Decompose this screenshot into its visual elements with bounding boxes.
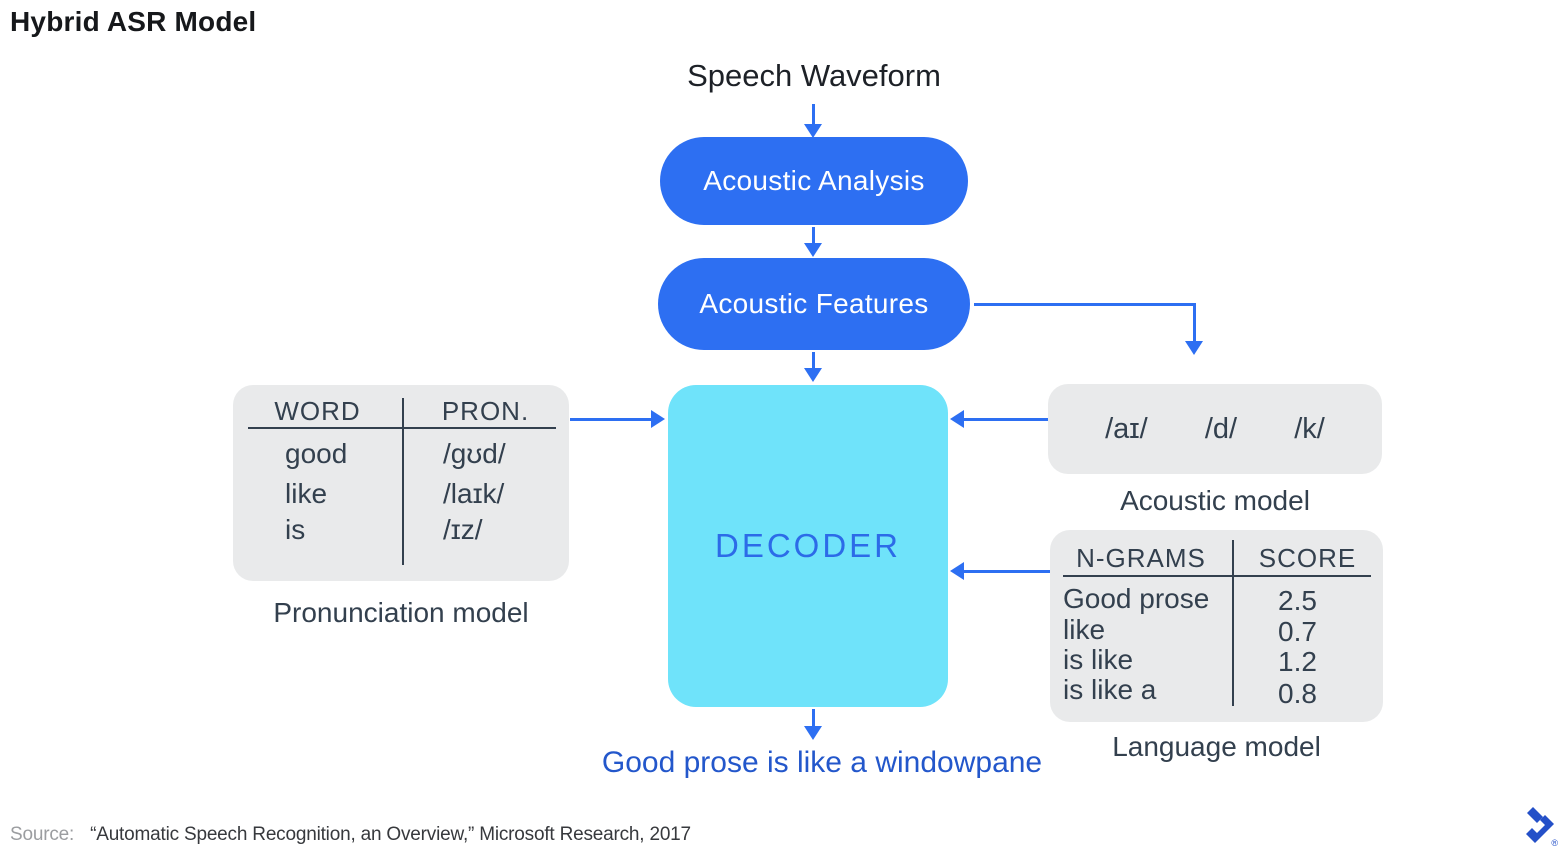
lang-row-ngram: is like <box>1063 644 1134 675</box>
acoustic-analysis-label: Acoustic Analysis <box>703 165 925 196</box>
lang-row-score: 2.5 <box>1278 585 1317 616</box>
phoneme: /k/ <box>1294 412 1325 445</box>
arrow-analysis-to-features-head <box>804 243 822 257</box>
lang-header-score: SCORE <box>1258 543 1357 573</box>
language-model-caption: Language model <box>1112 731 1321 762</box>
pron-row-word: is <box>285 514 306 545</box>
pron-row-value: /gʊd/ <box>443 438 506 469</box>
decoder-label: DECODER <box>714 527 902 564</box>
registered-trademark: ® <box>1551 838 1558 848</box>
arrow-waveform-to-analysis-head <box>804 124 822 138</box>
pronunciation-model-box: WORD PRON. good /gʊd/ like /laɪk/ is /ɪz… <box>233 385 569 581</box>
pronunciation-model-caption: Pronunciation model <box>273 597 529 628</box>
arrow-language-to-decoder-line <box>962 570 1050 573</box>
pron-header-word: WORD <box>274 396 361 426</box>
toptal-logo-glyph <box>1526 807 1554 843</box>
lang-row-score: 0.7 <box>1278 616 1317 647</box>
arrow-acoustic-to-decoder-head <box>950 410 964 428</box>
phoneme: /d/ <box>1204 412 1238 445</box>
lang-row-score: 0.8 <box>1278 678 1317 709</box>
lang-column-divider <box>1232 540 1234 706</box>
phoneme: /aɪ/ <box>1105 412 1148 445</box>
pron-header-pron: PRON. <box>441 396 530 426</box>
toptal-logo-icon: ® <box>1518 804 1560 850</box>
lang-row-ngram: is like a <box>1063 674 1157 705</box>
acoustic-analysis-node: Acoustic Analysis <box>660 137 968 225</box>
lang-row-ngram: Good prose <box>1063 583 1210 614</box>
pron-row-value: /laɪk/ <box>443 478 505 509</box>
language-model-box: N-GRAMS SCORE Good prose 2.5 like 0.7 is… <box>1050 530 1383 722</box>
arrow-features-to-acoustic-model-vline <box>1193 303 1196 343</box>
pron-row-word: good <box>285 438 348 469</box>
arrow-features-to-decoder-head <box>804 368 822 382</box>
arrow-pron-to-decoder-head <box>651 410 665 428</box>
pron-column-divider <box>402 398 404 565</box>
pron-row-value: /ɪz/ <box>443 514 483 545</box>
arrow-waveform-to-analysis-line <box>812 104 815 126</box>
arrow-decoder-to-output-line <box>812 709 815 728</box>
speech-waveform-label: Speech Waveform <box>687 58 941 93</box>
arrow-decoder-to-output-head <box>804 726 822 740</box>
lang-header-ngrams: N-GRAMS <box>1076 543 1206 573</box>
arrow-language-to-decoder-head <box>950 562 964 580</box>
acoustic-model-caption: Acoustic model <box>1120 485 1310 516</box>
pron-row-word: like <box>285 478 328 509</box>
page-title: Hybrid ASR Model <box>10 6 257 37</box>
source-label: Source: <box>10 824 75 845</box>
output-sentence: Good prose is like a windowpane <box>601 746 1043 779</box>
arrow-features-to-acoustic-model-hline <box>974 303 1196 306</box>
acoustic-features-label: Acoustic Features <box>699 288 929 319</box>
arrow-acoustic-to-decoder-line <box>962 418 1048 421</box>
acoustic-model-box: /aɪ/ /d/ /k/ <box>1048 384 1382 474</box>
arrow-pron-to-decoder-line <box>570 418 652 421</box>
decoder-node: DECODER <box>668 385 948 707</box>
lang-row-score: 1.2 <box>1278 646 1317 677</box>
source-citation: “Automatic Speech Recognition, an Overvi… <box>90 824 691 845</box>
arrow-features-to-acoustic-model-head <box>1185 341 1203 355</box>
arrow-features-to-decoder-line <box>812 352 815 370</box>
lang-row-ngram: like <box>1063 614 1106 645</box>
lang-header-rule <box>1063 575 1371 577</box>
acoustic-features-node: Acoustic Features <box>658 258 970 350</box>
arrow-analysis-to-features-line <box>812 227 815 245</box>
source-row: Source: “Automatic Speech Recognition, an… <box>10 824 691 846</box>
